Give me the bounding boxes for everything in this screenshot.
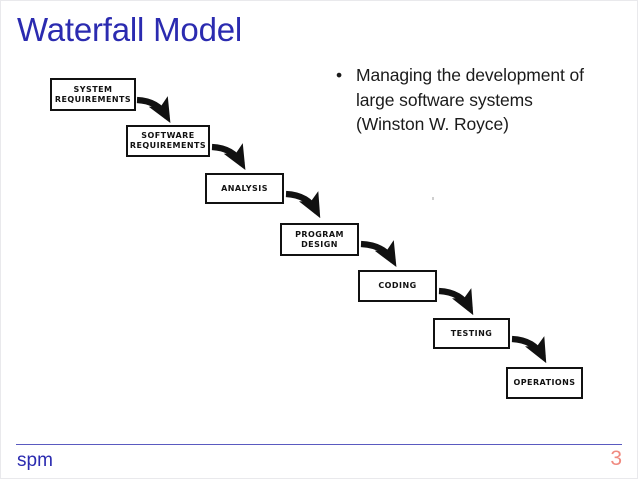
stage-label-software-requirements: SOFTWARE REQUIREMENTS	[129, 131, 207, 150]
bullet-line-3: (Winston W. Royce)	[356, 114, 509, 134]
arrow-testing-to-operations	[511, 335, 547, 364]
page-title: Waterfall Model	[17, 11, 243, 48]
stage-box-system-requirements[interactable]: SYSTEM REQUIREMENTS	[50, 78, 136, 111]
arrow-program-design-to-coding	[360, 240, 397, 268]
list-item: • Managing the development of large soft…	[334, 63, 626, 137]
bullet-line-2: large software systems	[356, 89, 533, 110]
stage-label-coding: CODING	[378, 281, 417, 290]
arrow-system-to-software	[136, 96, 171, 124]
stage-label-operations: OPERATIONS	[513, 378, 576, 387]
arrow-analysis-to-program-design	[285, 190, 321, 219]
stage-label-program-design: PROGRAM DESIGN	[295, 229, 344, 249]
bullet-marker-icon: •	[336, 65, 343, 85]
stage-label-system-requirements: SYSTEM REQUIREMENTS	[54, 84, 132, 104]
stage-box-software-requirements[interactable]: SOFTWARE REQUIREMENTS	[126, 125, 210, 157]
stage-box-program-design[interactable]: PROGRAM DESIGN	[280, 223, 359, 256]
stage-label-testing: TESTING	[450, 328, 493, 338]
stage-box-testing[interactable]: TESTING	[433, 318, 510, 349]
stage-box-operations[interactable]: OPERATIONS	[506, 367, 583, 399]
page-number: 3	[610, 447, 622, 470]
bullet-line-1: Managing the development of	[356, 65, 584, 85]
footer-divider	[16, 444, 622, 445]
bullet-list: • Managing the development of large soft…	[334, 63, 626, 137]
footer-brand-label: spm	[17, 450, 53, 471]
arrow-coding-to-testing	[438, 287, 474, 316]
stage-label-analysis: ANALYSIS	[221, 183, 268, 193]
arrow-software-to-analysis	[211, 143, 246, 171]
stage-box-analysis[interactable]: ANALYSIS	[205, 173, 284, 204]
scan-artifact-speck	[432, 197, 434, 200]
stage-box-coding[interactable]: CODING	[358, 270, 437, 302]
slide-footer: spm 3	[0, 444, 638, 479]
